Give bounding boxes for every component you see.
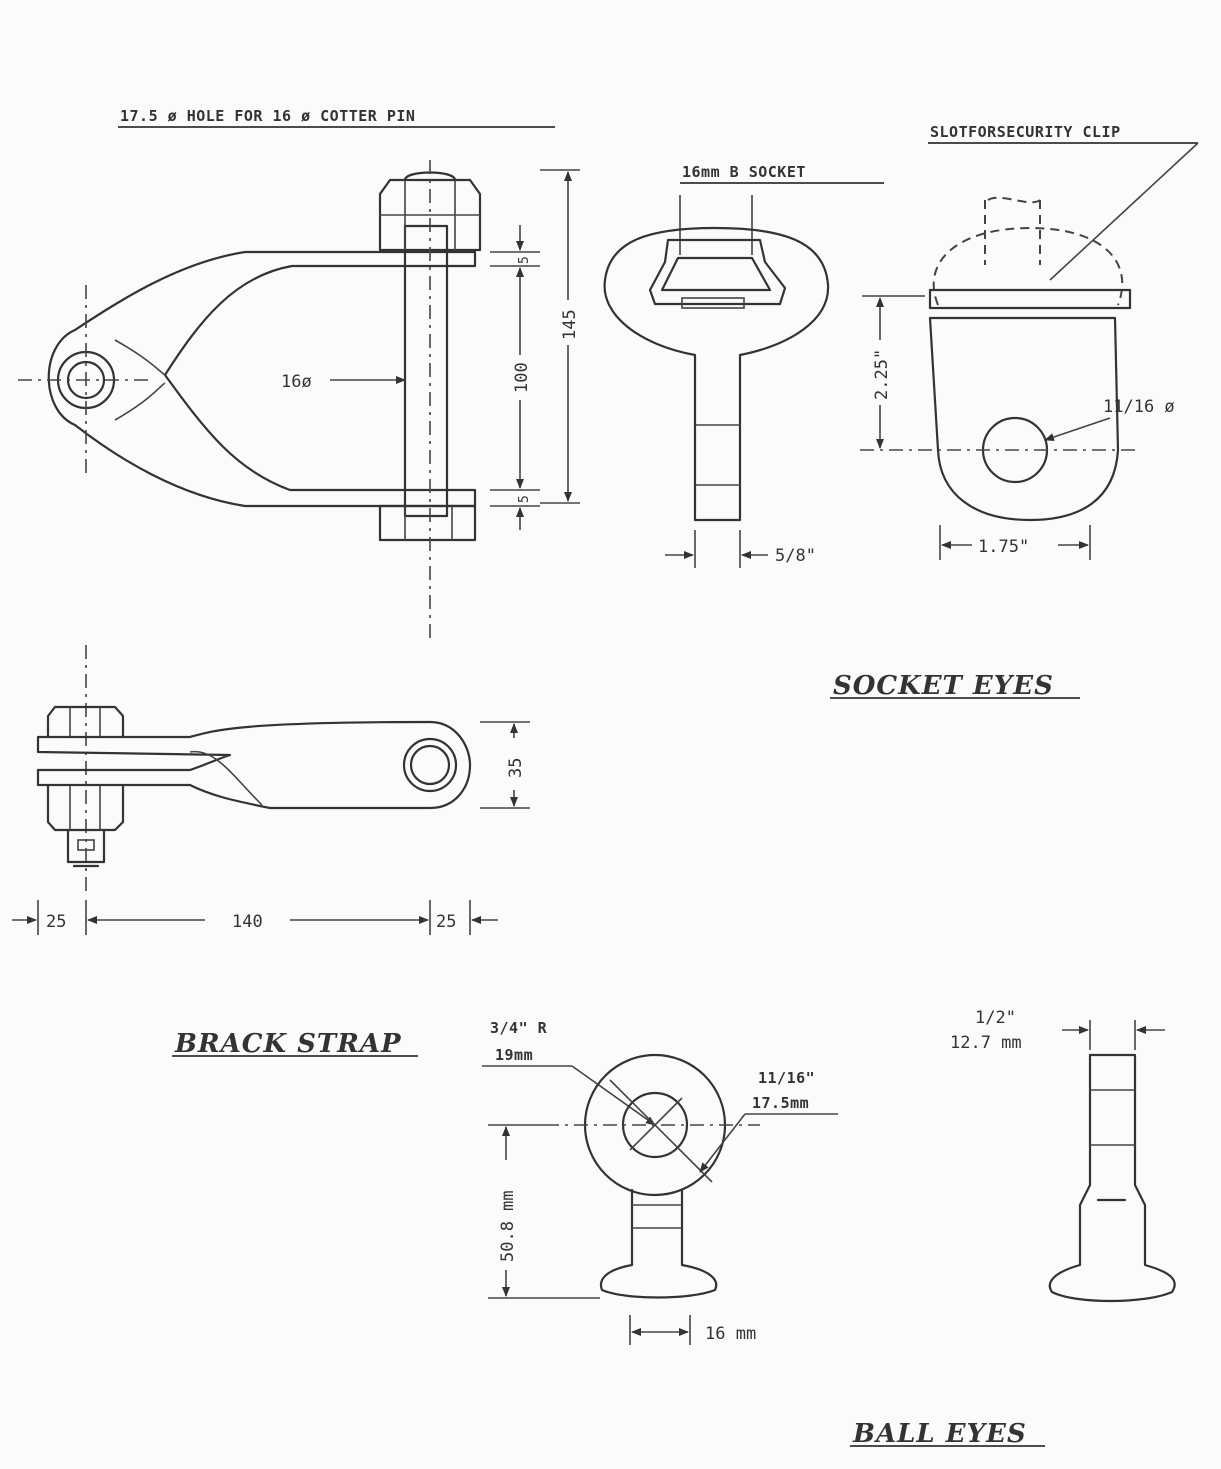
socket-eye-side-view: SLOTFORSECURITY CLIP 2.25" 11/16 ø 1.75" xyxy=(860,123,1199,560)
dim-35-label: 35 xyxy=(506,758,526,778)
ball-hole-mm-label: 17.5mm xyxy=(752,1094,809,1112)
dim-5-bottom-label: 5 xyxy=(517,495,532,503)
dim-25-right-label: 25 xyxy=(436,912,456,932)
side-strap-eye-outer xyxy=(402,737,458,793)
dim-145-label: 145 xyxy=(560,309,580,340)
socket-side-dashed-top xyxy=(932,226,1124,306)
side-strap-eye-inner xyxy=(409,744,451,786)
side-cotter-pin xyxy=(77,839,95,851)
socket-note-label: 16mm B SOCKET xyxy=(682,163,806,181)
socket-eyes-title: SOCKET EYES xyxy=(833,671,1054,701)
ball-hole-in-label: 11/16" xyxy=(758,1069,815,1087)
bolt-nut-top xyxy=(378,178,482,252)
pin-dia-label: 16ø xyxy=(281,372,312,392)
brack-strap-side-view: 35 25 140 25 xyxy=(12,645,530,935)
ball-eye-diag-1 xyxy=(609,1079,713,1183)
socket-slot-outer xyxy=(648,238,787,306)
slot-note-label: SLOTFORSECURITY CLIP xyxy=(930,123,1121,141)
dim-100-label: 100 xyxy=(512,362,532,393)
socket-side-clip xyxy=(928,288,1132,310)
strap-outline xyxy=(73,250,477,508)
slot-note-leader xyxy=(1049,142,1199,281)
ball-radius-in-label: 3/4" R xyxy=(490,1019,548,1037)
strap-end-curve xyxy=(47,328,77,427)
ball-side-outline xyxy=(1048,1053,1176,1303)
hole-note-label: 17.5 ø HOLE FOR 16 ø COTTER PIN xyxy=(120,107,415,125)
bolt-head-bottom xyxy=(378,504,477,542)
dim-2-25-label: 2.25" xyxy=(872,349,892,400)
dim-140-label: 140 xyxy=(232,912,263,932)
ball-side-in-label: 1/2" xyxy=(975,1008,1016,1028)
brack-strap-front-view: 17.5 ø HOLE FOR 16 ø COTTER PIN 16ø 14 xyxy=(18,107,580,640)
side-strap-twist xyxy=(189,750,263,806)
ball-radius-mm-label: 19mm xyxy=(495,1046,533,1064)
ball-hole-leader xyxy=(699,1113,746,1173)
ball-eye-diag-2 xyxy=(629,1097,683,1151)
socket-side-body xyxy=(928,316,1120,522)
side-bolt-end xyxy=(66,828,106,864)
side-nut-top xyxy=(46,705,125,739)
dim-16-label: 16 mm xyxy=(705,1324,756,1344)
ball-side-mm-label: 12.7 mm xyxy=(950,1033,1022,1053)
side-nut-bottom xyxy=(46,783,125,832)
ball-eyes-title: BALL EYES xyxy=(852,1419,1027,1449)
socket-slot-inner xyxy=(660,256,772,292)
dim-5-top-label: 5 xyxy=(517,256,532,264)
dim-1-75-label: 1.75" xyxy=(978,537,1029,557)
dim-5-8-label: 5/8" xyxy=(775,546,816,566)
dim-11-16-leader xyxy=(1044,417,1111,441)
socket-side-dashed-stem xyxy=(984,200,1041,265)
dim-11-16-label: 11/16 ø xyxy=(1103,397,1175,417)
dim-50-8-label: 50.8 mm xyxy=(498,1190,518,1262)
socket-pin xyxy=(681,297,745,309)
socket-side-dashed-cap xyxy=(987,196,1041,204)
strap-inner-line-2 xyxy=(114,382,166,421)
ball-radius-leader xyxy=(571,1065,656,1126)
ball-eye-shank xyxy=(599,1188,718,1299)
socket-eye-front-view: 16mm B SOCKET 5/8" xyxy=(603,163,884,568)
ball-eye-side-view: 1/2" 12.7 mm xyxy=(950,1008,1176,1303)
bolt-shank xyxy=(403,224,449,518)
dim-25-left-label: 25 xyxy=(46,912,66,932)
socket-eye-outline xyxy=(603,226,830,522)
brack-strap-title: BRACK STRAP xyxy=(174,1029,402,1059)
strap-inner-line xyxy=(114,339,166,376)
side-strap-outline xyxy=(36,720,472,810)
ball-eye-front-view: 3/4" R 19mm 11/16" 17.5mm 50.8 mm 16 mm xyxy=(482,1019,838,1345)
